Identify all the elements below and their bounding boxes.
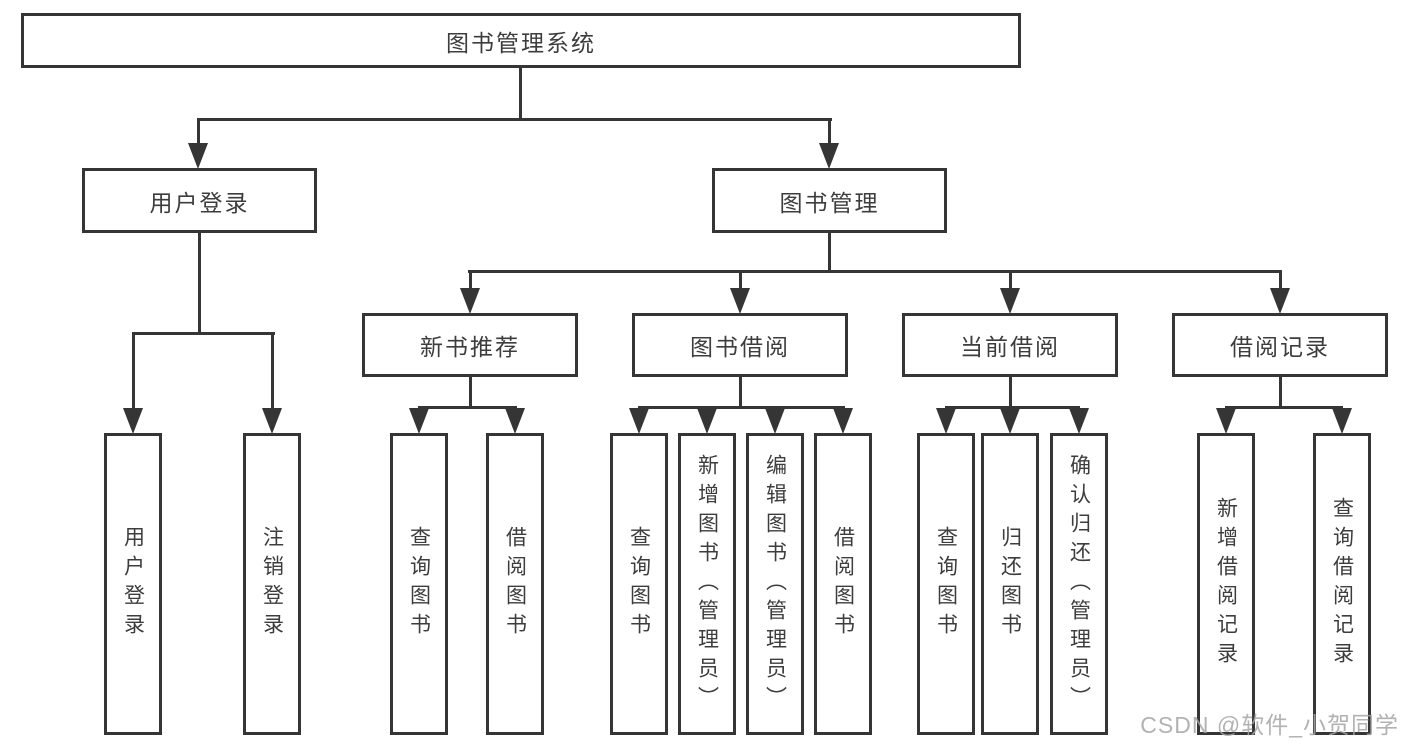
arrowhead-record-add [1216, 408, 1236, 434]
arrowhead-current-borrow [1000, 288, 1020, 314]
connector-borrow-stem [739, 375, 742, 408]
leaf-recommend-borrow-book: 借阅图书 [486, 433, 544, 735]
connector-book-management-stem [828, 231, 831, 273]
leaf-recommend-query-book-label: 查询图书 [407, 526, 431, 642]
leaf-borrow-borrow-book: 借阅图书 [814, 433, 872, 735]
connector-drop-user-login [197, 118, 200, 148]
leaf-borrow-query-book: 查询图书 [610, 433, 668, 735]
connector-drop-leaf-user-login [132, 332, 135, 412]
connector-user-login-branch [132, 332, 275, 335]
leaf-current-return-book-label: 归还图书 [998, 526, 1022, 642]
leaf-record-add-borrow-record-label: 新增借阅记录 [1214, 497, 1238, 671]
connector-current-branch [945, 406, 1080, 409]
connector-drop-new-book-recommend [469, 270, 472, 292]
node-user-login: 用户登录 [82, 168, 317, 233]
connector-current-stem [1009, 375, 1012, 408]
leaf-logout: 注销登录 [243, 433, 301, 735]
arrowhead-book-management [819, 143, 839, 169]
arrowhead-current-confirm [1069, 408, 1089, 434]
connector-drop-current-borrow [1009, 270, 1012, 292]
arrowhead-recommend-query [409, 408, 429, 434]
leaf-borrow-edit-book-admin-label: 编辑图书（管理员） [763, 453, 787, 715]
connector-drop-borrow-record [1279, 270, 1282, 292]
node-user-login-label: 用户登录 [149, 189, 250, 216]
leaf-borrow-borrow-book-label: 借阅图书 [831, 526, 855, 642]
node-root-label: 图书管理系统 [446, 29, 596, 56]
leaf-recommend-borrow-book-label: 借阅图书 [503, 526, 527, 642]
node-borrow-record: 借阅记录 [1172, 313, 1388, 377]
leaf-user-login-label: 用户登录 [121, 526, 145, 642]
arrowhead-current-query [936, 408, 956, 434]
connector-record-branch [1225, 406, 1343, 409]
arrowhead-recommend-borrow [505, 408, 525, 434]
node-book-borrow-label: 图书借阅 [690, 334, 790, 360]
node-borrow-record-label: 借阅记录 [1230, 334, 1330, 360]
leaf-current-query-book-label: 查询图书 [934, 526, 958, 642]
arrowhead-leaf-logout [262, 408, 282, 434]
leaf-current-confirm-return-admin-label: 确认归还（管理员） [1067, 453, 1091, 715]
connector-user-login-stem [198, 231, 201, 335]
node-current-borrow: 当前借阅 [902, 313, 1118, 377]
connector-borrow-branch [638, 406, 845, 409]
connector-book-management-branch [468, 270, 1282, 273]
arrowhead-borrow-record [1270, 288, 1290, 314]
node-root: 图书管理系统 [21, 13, 1021, 68]
connector-recommend-branch [418, 406, 517, 409]
leaf-record-query-borrow-record-label: 查询借阅记录 [1330, 497, 1354, 671]
leaf-borrow-query-book-label: 查询图书 [627, 526, 651, 642]
node-book-borrow: 图书借阅 [632, 313, 848, 377]
node-new-book-recommend: 新书推荐 [362, 313, 578, 377]
arrowhead-borrow-borrow [833, 408, 853, 434]
node-book-management-label: 图书管理 [779, 189, 880, 216]
node-book-management: 图书管理 [712, 168, 947, 233]
leaf-current-query-book: 查询图书 [917, 433, 975, 735]
arrowhead-current-return [1000, 408, 1020, 434]
arrowhead-user-login [188, 143, 208, 169]
arrowhead-borrow-add [697, 408, 717, 434]
arrowhead-book-borrow [730, 288, 750, 314]
leaf-borrow-add-book-admin: 新增图书（管理员） [678, 433, 736, 735]
leaf-record-add-borrow-record: 新增借阅记录 [1197, 433, 1255, 735]
leaf-current-return-book: 归还图书 [981, 433, 1039, 735]
node-current-borrow-label: 当前借阅 [960, 334, 1060, 360]
connector-record-stem [1279, 375, 1282, 408]
connector-drop-book-management [828, 118, 831, 148]
connector-root-stem [519, 66, 522, 120]
connector-root-branch [197, 118, 832, 121]
arrowhead-borrow-edit [765, 408, 785, 434]
arrowhead-new-book-recommend [460, 288, 480, 314]
leaf-current-confirm-return-admin: 确认归还（管理员） [1050, 433, 1108, 735]
leaf-borrow-edit-book-admin: 编辑图书（管理员） [746, 433, 804, 735]
leaf-borrow-add-book-admin-label: 新增图书（管理员） [695, 453, 719, 715]
leaf-user-login: 用户登录 [104, 433, 162, 735]
leaf-record-query-borrow-record: 查询借阅记录 [1313, 433, 1371, 735]
arrowhead-record-query [1332, 408, 1352, 434]
leaf-recommend-query-book: 查询图书 [390, 433, 448, 735]
node-new-book-recommend-label: 新书推荐 [420, 334, 520, 360]
connector-drop-book-borrow [739, 270, 742, 292]
connector-drop-leaf-logout [271, 332, 274, 412]
leaf-logout-label: 注销登录 [260, 526, 284, 642]
arrowhead-borrow-query [629, 408, 649, 434]
connector-recommend-stem [469, 375, 472, 408]
arrowhead-leaf-user-login [123, 408, 143, 434]
